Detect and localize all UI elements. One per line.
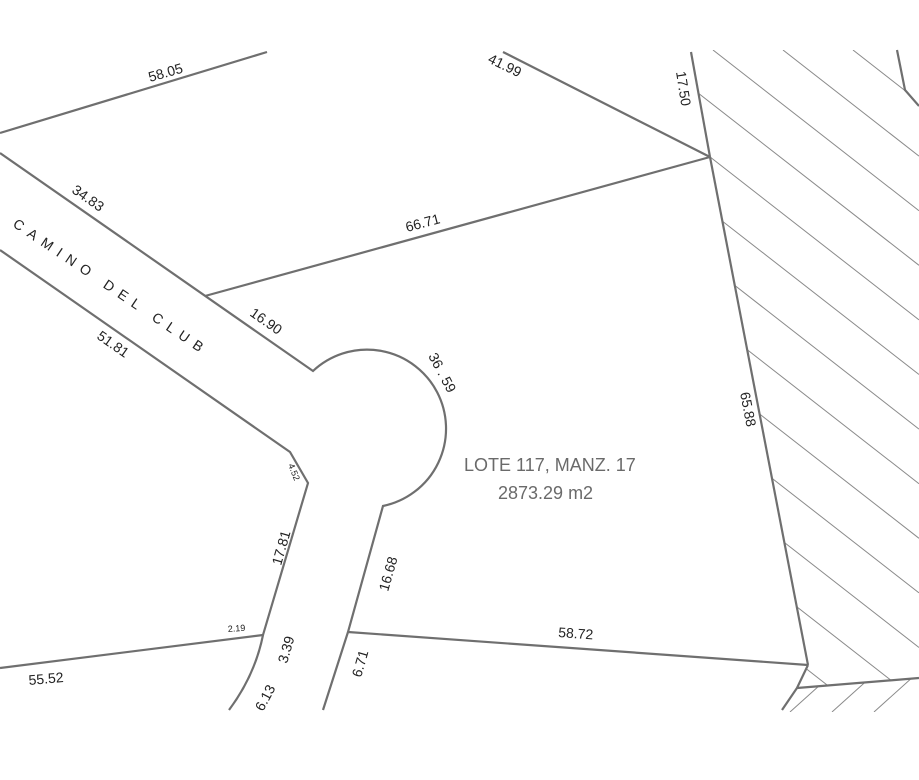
- road-north-edge: [0, 152, 448, 711]
- dim-65-88: 65.88: [737, 391, 759, 429]
- road-south-edge: [0, 249, 310, 711]
- dim-36-59: 36 . 59: [425, 350, 459, 396]
- dim-3-39: 3.39: [275, 634, 298, 665]
- hatch-line: [692, 624, 793, 688]
- boundary-66-71: [204, 155, 711, 298]
- hatch-line: [692, 406, 919, 594]
- hatch-line: [692, 187, 919, 375]
- dim-51-81: 51.81: [94, 327, 132, 360]
- lot-title: LOTE 117, MANZ. 17: [464, 455, 636, 475]
- boundary-58-72: [347, 630, 809, 667]
- boundary-55-52: [0, 633, 264, 670]
- boundary-south-hatch: [796, 676, 919, 690]
- boundary-65-88: [708, 156, 810, 666]
- dim-6-71: 6.71: [349, 648, 372, 679]
- dim-66-71: 66.71: [404, 210, 442, 235]
- boundary-17-50: [689, 51, 712, 158]
- dim-16-68: 16.68: [376, 555, 401, 593]
- hatch-line: [692, 351, 919, 539]
- dim-58-72: 58.72: [558, 624, 594, 642]
- dim-55-52: 55.52: [28, 669, 65, 688]
- lot-area: 2873.29 m2: [498, 483, 593, 503]
- parcel-boundaries: [0, 49, 919, 711]
- dim-4-52: 4.52: [286, 462, 302, 482]
- dim-41-99: 41.99: [486, 50, 525, 80]
- hatch-line: [789, 678, 831, 712]
- dim-17-50: 17.50: [673, 70, 694, 107]
- hatch-line: [692, 515, 919, 688]
- boundary-41-99: [502, 51, 711, 158]
- hatched-area: [692, 50, 919, 688]
- hatch-line: [782, 50, 919, 157]
- dim-16-90: 16.90: [247, 304, 285, 337]
- hatch-line: [692, 569, 863, 688]
- hatch-line: [692, 133, 919, 321]
- boundary-northeast: [895, 49, 919, 107]
- hatch-line: [712, 50, 919, 212]
- dim-34-83: 34.83: [69, 181, 107, 214]
- hatched-area-south: [789, 678, 915, 712]
- boundary-58-05: [0, 50, 268, 135]
- hatch-line: [873, 678, 915, 712]
- hatch-line: [692, 78, 919, 266]
- hatch-line: [692, 296, 919, 485]
- hatch-line: [692, 242, 919, 430]
- dim-58-05: 58.05: [146, 60, 184, 85]
- dim-6-13: 6.13: [252, 682, 279, 714]
- dim-2-19: 2.19: [227, 623, 245, 634]
- hatch-line: [692, 679, 723, 688]
